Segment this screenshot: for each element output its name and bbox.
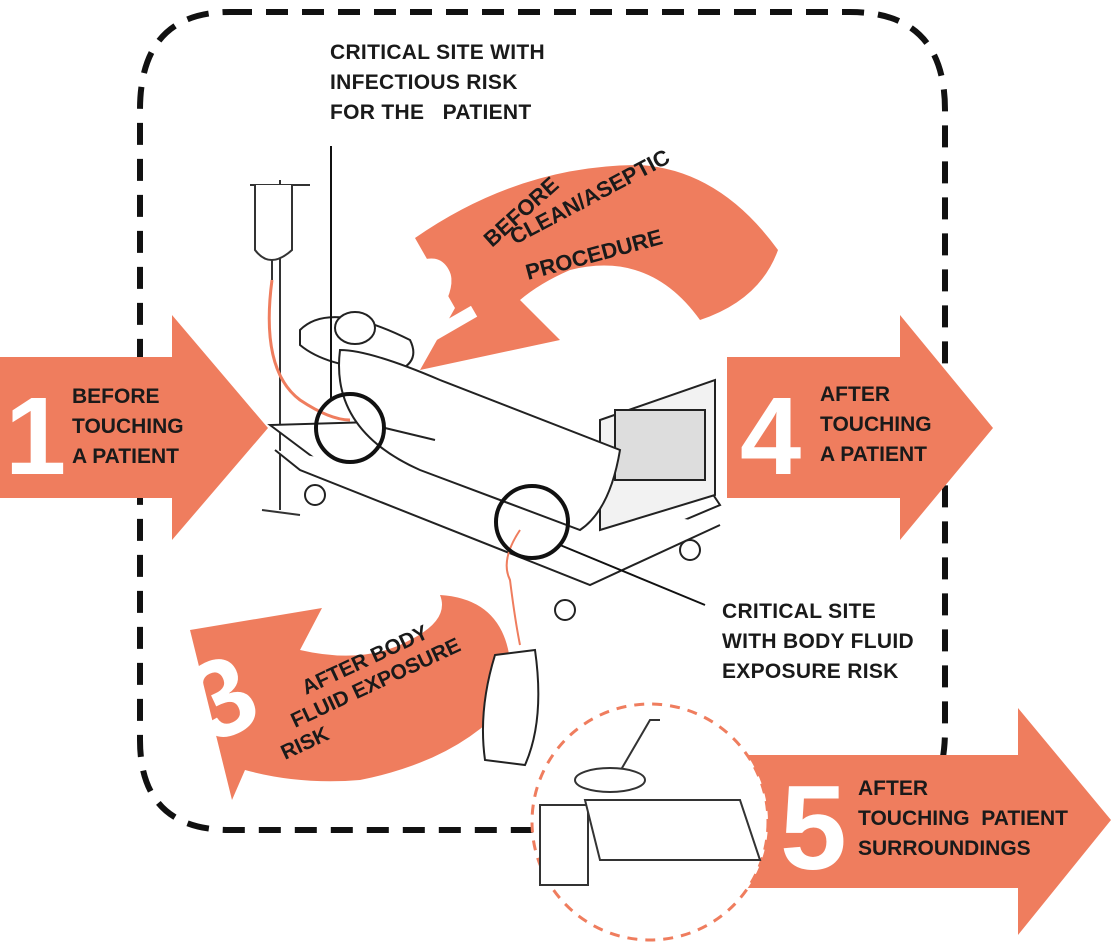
moment-1-label: BEFORE TOUCHING A PATIENT [72, 382, 184, 472]
callout-infectious-line2: INFECTIOUS RISK [330, 68, 545, 98]
moment-4-number: 4 [740, 382, 801, 492]
moment-5-line2: TOUCHING PATIENT [858, 804, 1068, 834]
moment-4-line2: TOUCHING [820, 410, 932, 440]
urine-bag [483, 650, 538, 765]
moment-1-line2: TOUCHING [72, 412, 184, 442]
moment-1-line1: BEFORE [72, 382, 184, 412]
moment-4-label: AFTER TOUCHING A PATIENT [820, 380, 932, 470]
callout-fluid: CRITICAL SITE WITH BODY FLUID EXPOSURE R… [722, 597, 914, 687]
callout-fluid-line3: EXPOSURE RISK [722, 657, 914, 687]
moment-5-label: AFTER TOUCHING PATIENT SURROUNDINGS [858, 774, 1068, 864]
moment-4-line1: AFTER [820, 380, 932, 410]
callout-infectious: CRITICAL SITE WITH INFECTIOUS RISK FOR T… [330, 38, 545, 128]
moment-5-line1: AFTER [858, 774, 1068, 804]
moment-1-number: 1 [5, 382, 66, 492]
moment-1-line3: A PATIENT [72, 442, 184, 472]
callout-fluid-line2: WITH BODY FLUID [722, 627, 914, 657]
callout-infectious-line3: FOR THE PATIENT [330, 98, 545, 128]
callout-infectious-line1: CRITICAL SITE WITH [330, 38, 545, 68]
callout-fluid-line1: CRITICAL SITE [722, 597, 914, 627]
moment-5-number: 5 [780, 768, 847, 888]
moment-5-line3: SURROUNDINGS [858, 834, 1068, 864]
moment-4-line3: A PATIENT [820, 440, 932, 470]
